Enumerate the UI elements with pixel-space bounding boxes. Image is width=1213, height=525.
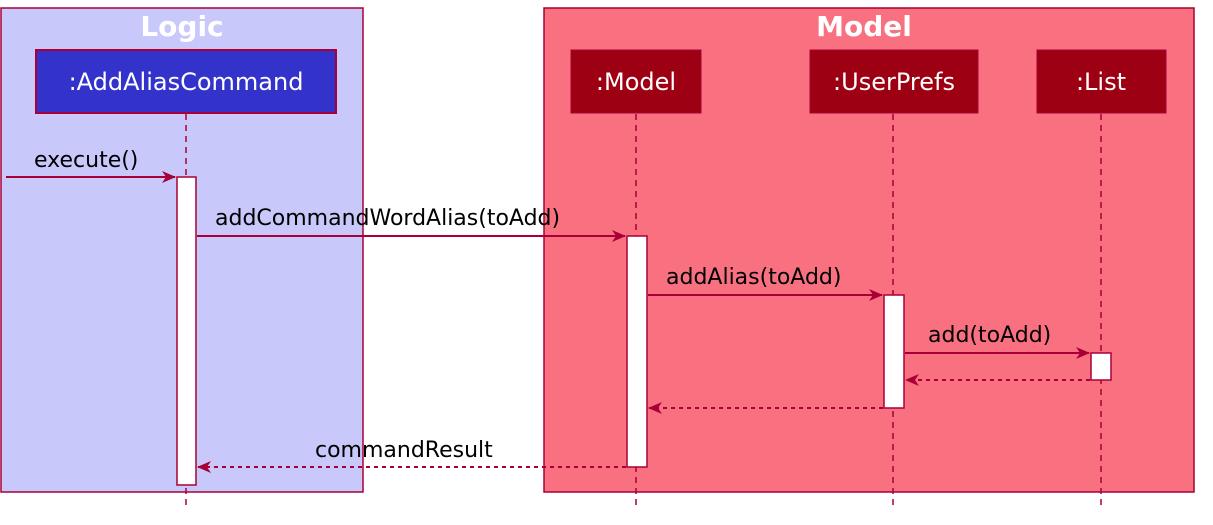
- message-add-alias: addAlias(toAdd): [648, 265, 883, 301]
- participant-label: :AddAliasCommand: [69, 68, 304, 96]
- message-label: addCommandWordAlias(toAdd): [215, 206, 560, 231]
- message-add-command-word-alias: addCommandWordAlias(toAdd): [197, 206, 626, 242]
- message-execute: execute(): [6, 148, 176, 183]
- participant-list: :List: [1036, 49, 1167, 114]
- model-box-title: Model: [816, 10, 912, 43]
- message-label: addAlias(toAdd): [666, 265, 841, 290]
- activation-add-alias-command: [176, 176, 197, 486]
- participant-user-prefs: :UserPrefs: [809, 49, 979, 114]
- message-command-result: commandResult: [197, 438, 626, 473]
- message-label: execute(): [34, 148, 138, 173]
- participant-label: :UserPrefs: [833, 68, 955, 96]
- activation-user-prefs: [883, 294, 905, 409]
- participant-model: :Model: [570, 49, 702, 114]
- participant-label: :Model: [596, 68, 676, 96]
- participant-add-alias-command: :AddAliasCommand: [35, 49, 337, 114]
- message-label: add(toAdd): [928, 323, 1051, 348]
- activation-list: [1090, 352, 1112, 381]
- logic-box-title: Logic: [140, 10, 223, 43]
- message-label: commandResult: [315, 438, 493, 463]
- participant-label: :List: [1076, 68, 1126, 96]
- message-add: add(toAdd): [905, 323, 1090, 359]
- activation-model: [626, 235, 648, 468]
